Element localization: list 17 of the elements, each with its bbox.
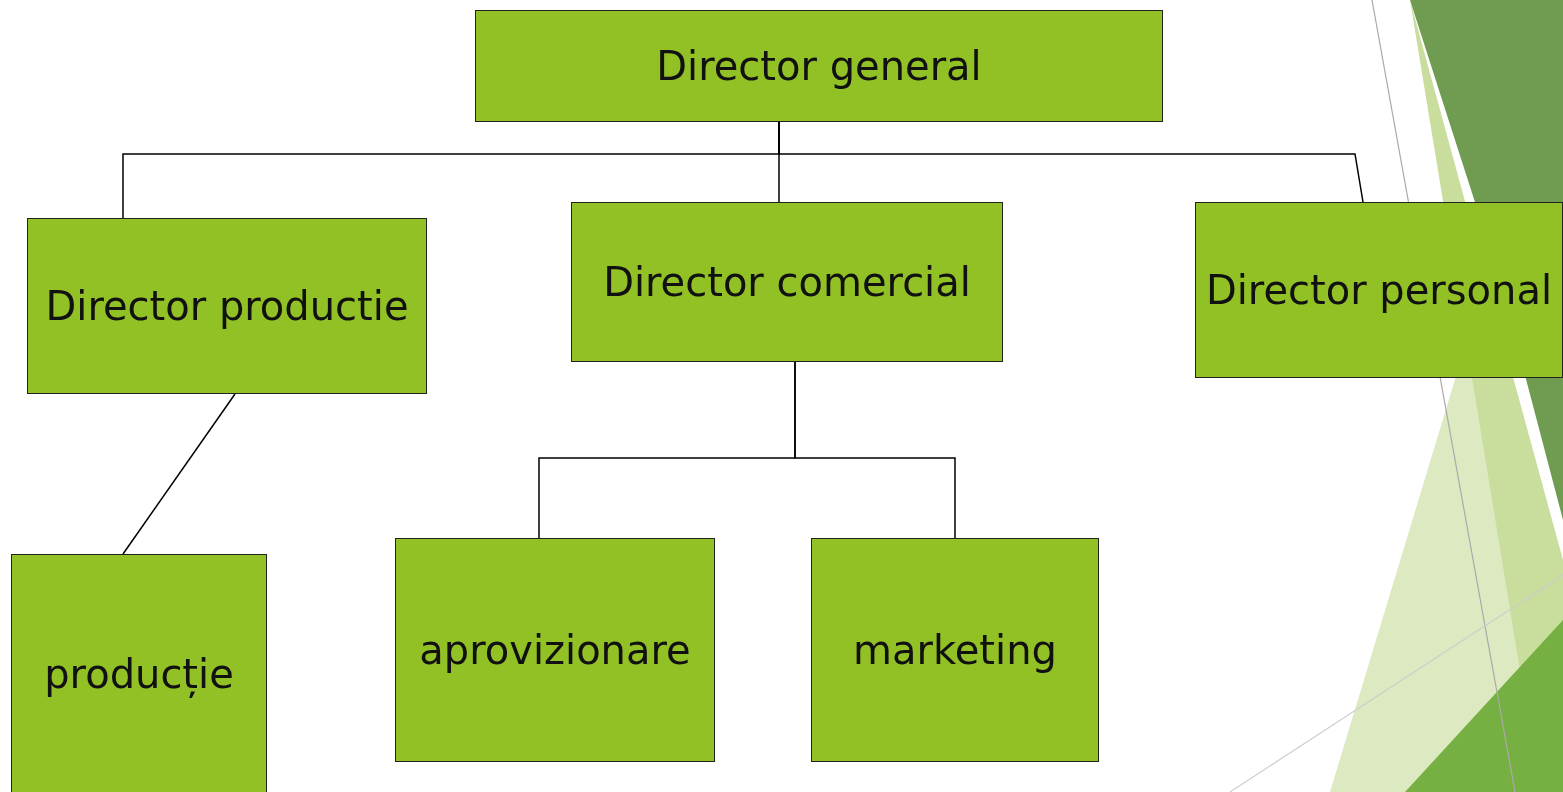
org-box <box>475 10 1163 122</box>
connector-line <box>778 121 1364 203</box>
org-box <box>395 538 715 762</box>
role-label: aprovizionare <box>419 626 691 675</box>
org-box <box>1195 202 1563 378</box>
role-label: Director general <box>656 42 982 91</box>
org-box <box>811 538 1099 762</box>
connector-line <box>122 393 236 555</box>
role-label: Director personal <box>1205 266 1553 315</box>
role-label: Director productie <box>45 282 409 331</box>
role-label: marketing <box>853 626 1057 675</box>
role-label: producție <box>44 650 234 700</box>
org-box <box>11 554 267 792</box>
connector-line <box>794 361 956 539</box>
org-box <box>27 218 427 394</box>
role-label: Director comercial <box>603 258 971 307</box>
org-box <box>571 202 1003 362</box>
